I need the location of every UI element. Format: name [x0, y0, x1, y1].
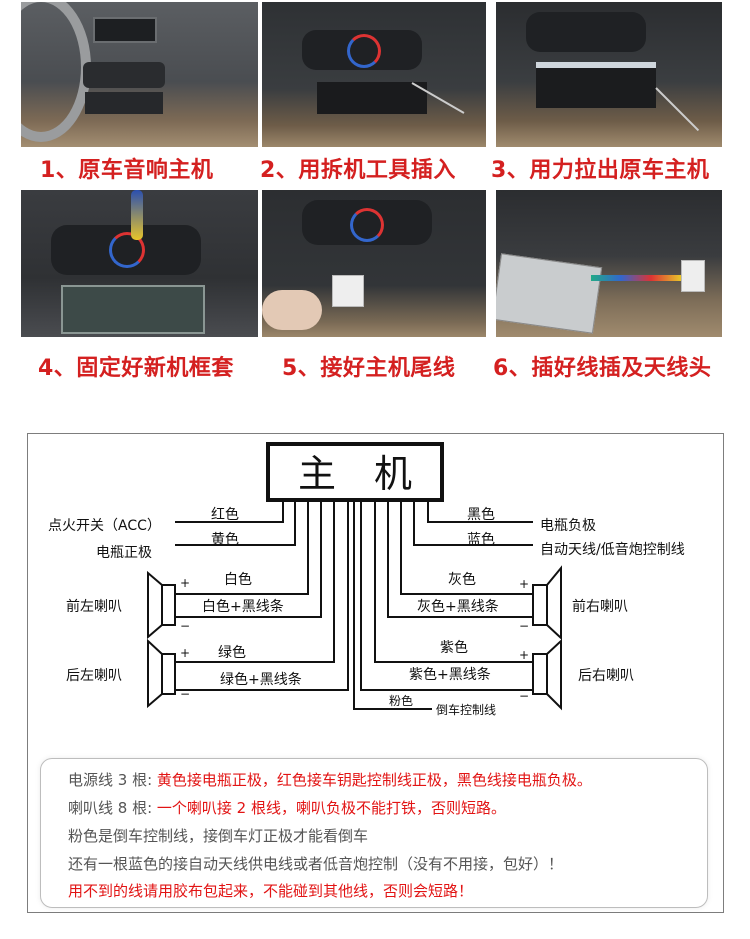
red-blue-knob	[109, 232, 145, 268]
step-caption-1: 1、原车音响主机	[40, 152, 213, 184]
photo-step-3-pull-out-unit	[496, 2, 722, 147]
red-blue-knob	[347, 34, 381, 68]
rear-right-speaker-icon	[532, 638, 562, 711]
step-number: 6、	[493, 356, 532, 381]
wiring-notes-box: 电源线 3 根: 黄色接电瓶正极，红色接车钥匙控制线正极，黑色线接电瓶负极。 喇…	[40, 758, 708, 908]
acc-label: 点火开关（ACC）	[48, 518, 161, 534]
wire-label-grey-black: 灰色+黑线条	[417, 598, 499, 615]
wire-label-blue: 蓝色	[467, 531, 495, 548]
wire-label-green: 绿色	[218, 644, 246, 661]
wire-green-black	[175, 500, 349, 691]
pulled-head-unit	[536, 62, 656, 108]
wiring-diagram-frame	[27, 433, 724, 913]
wire-pink	[353, 500, 432, 710]
note-insulate-warning: 用不到的线请用胶布包起来，不能碰到其他线，否则会短路！	[68, 882, 474, 900]
note-blue-antenna: 还有一根蓝色的接自动天线供电线或者低音炮控制（没有不用接，包好）！	[68, 855, 564, 873]
reverse-control-label: 倒车控制线	[436, 702, 496, 717]
battery-positive-label: 电瓶正极	[96, 545, 152, 561]
note-speaker-wires: 喇叭线 8 根: 一个喇叭接 2 根线，喇叭负极不能打铁，否则短路。	[68, 797, 506, 818]
plus-sign: +	[180, 646, 190, 660]
note-pink-reverse: 粉色是倒车控制线，接倒车灯正极才能看倒车	[68, 827, 369, 845]
front-left-speaker-label: 前左喇叭	[66, 598, 122, 615]
step-number: 5、	[282, 356, 321, 381]
radio-slot	[93, 17, 157, 43]
step-caption-3: 3、用力拉出原车主机	[491, 152, 709, 184]
note-label: 电源线 3 根:	[68, 771, 157, 789]
note-label: 喇叭线 8 根:	[68, 799, 157, 817]
photo-step-6-plug-antenna	[496, 190, 722, 337]
plus-sign: +	[519, 648, 529, 662]
front-right-speaker-label: 前右喇叭	[572, 598, 628, 615]
climate-panel	[83, 62, 165, 88]
rear-left-speaker-label: 后左喇叭	[66, 668, 122, 684]
note-power-wires: 电源线 3 根: 黄色接电瓶正极，红色接车钥匙控制线正极，黑色线接电瓶负极。	[68, 769, 592, 790]
step-caption-5: 5、接好主机尾线	[282, 350, 455, 382]
step-caption-4: 4、固定好新机框套	[38, 350, 234, 382]
wire-harness	[591, 275, 681, 281]
step-text: 插好线插及天线头	[531, 356, 712, 381]
stereo-panel	[85, 92, 163, 114]
note-highlight: 黄色接电瓶正极，红色接车钥匙控制线正极，黑色线接电瓶负极。	[156, 771, 592, 789]
wire-label-pink: 粉色	[389, 694, 413, 708]
wire-black	[427, 500, 533, 523]
wire-label-green-black: 绿色+黑线条	[220, 671, 302, 688]
step-text: 固定好新机框套	[76, 356, 234, 381]
step-number: 4、	[38, 356, 77, 381]
antenna-subwoofer-label: 自动天线/低音炮控制线	[540, 541, 685, 558]
wire-label-yellow: 黄色	[211, 531, 239, 548]
minus-sign: −	[180, 687, 190, 701]
wire-label-grey: 灰色	[448, 571, 476, 588]
minus-sign: −	[519, 689, 529, 703]
photo-step-1-original-head-unit	[21, 2, 258, 147]
head-unit-title: 主 机	[298, 452, 412, 496]
wire-grey	[400, 500, 533, 595]
wire-connector	[681, 260, 705, 292]
photo-step-2-insert-tools	[262, 2, 486, 147]
wire-label-red: 红色	[211, 506, 239, 523]
rear-left-speaker-icon	[147, 638, 176, 709]
wire-label-purple-black: 紫色+黑线条	[409, 666, 491, 683]
photo-step-5-connect-harness	[262, 190, 486, 337]
climate-panel	[526, 12, 646, 52]
wire-yellow	[175, 500, 296, 546]
step-number: 3、	[491, 158, 530, 183]
wire-white-black	[175, 500, 322, 618]
wire-red	[175, 500, 284, 523]
wire-label-purple: 紫色	[440, 639, 468, 656]
step-text: 用拆机工具插入	[298, 158, 456, 183]
rear-right-speaker-label: 后右喇叭	[578, 668, 634, 684]
wire-white	[175, 500, 309, 595]
wire-connector	[332, 275, 364, 307]
step-text: 原车音响主机	[78, 158, 214, 183]
mount-frame	[61, 285, 205, 334]
wire-label-white-black: 白色+黑线条	[202, 598, 284, 615]
wire-label-white: 白色	[224, 571, 252, 588]
step-number: 2、	[260, 158, 299, 183]
step-text: 接好主机尾线	[320, 356, 456, 381]
wire-label-black: 黑色	[467, 506, 495, 523]
plus-sign: +	[180, 576, 190, 590]
wire-blue	[413, 500, 533, 546]
stereo-face	[317, 82, 427, 114]
plus-sign: +	[519, 577, 529, 591]
front-right-speaker-icon	[532, 565, 562, 641]
wire-purple	[374, 500, 533, 663]
minus-sign: −	[180, 619, 190, 633]
minus-sign: −	[519, 619, 529, 633]
step-text: 用力拉出原车主机	[529, 158, 710, 183]
wire-grey-black	[387, 500, 533, 618]
screwdriver	[131, 190, 143, 240]
step-caption-2: 2、用拆机工具插入	[260, 152, 456, 184]
step-number: 1、	[40, 158, 79, 183]
red-blue-knob	[350, 208, 384, 242]
wire-green	[175, 500, 335, 663]
note-highlight: 一个喇叭接 2 根线，喇叭负极不能打铁，否则短路。	[156, 799, 506, 817]
step-caption-6: 6、插好线插及天线头	[493, 350, 711, 382]
hand	[262, 290, 322, 330]
battery-negative-label: 电瓶负极	[540, 518, 596, 534]
photo-step-4-fix-frame	[21, 190, 258, 337]
wire-purple-black	[360, 500, 533, 691]
front-left-speaker-icon	[147, 570, 176, 640]
